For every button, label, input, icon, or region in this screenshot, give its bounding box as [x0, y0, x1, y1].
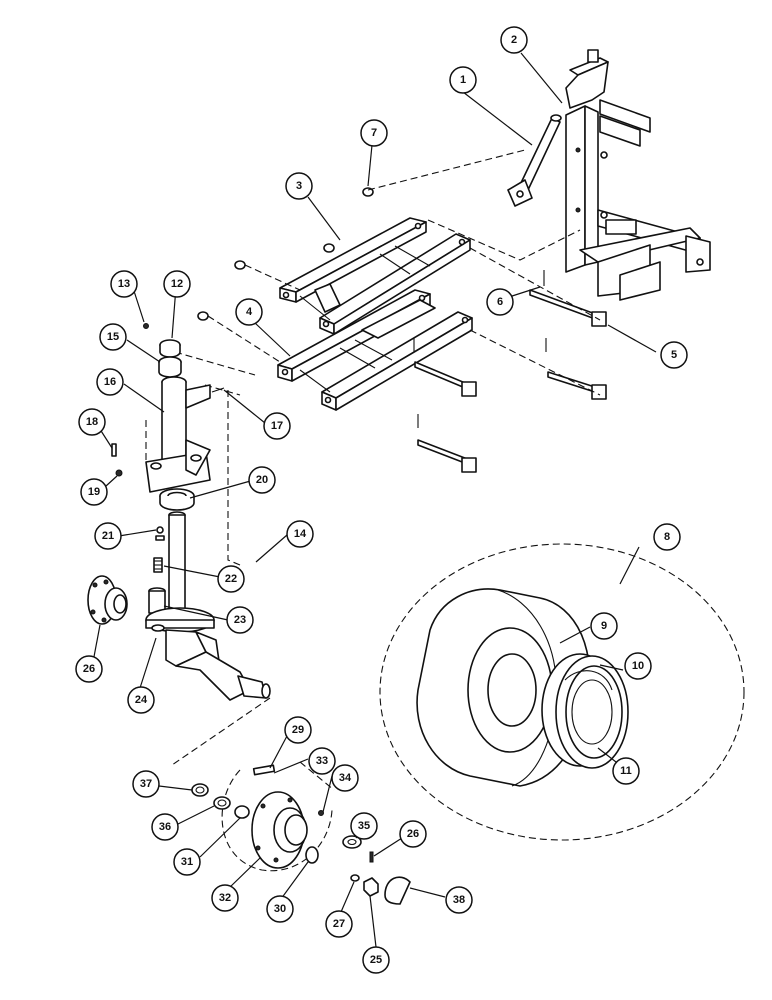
callout-label-c33: 33 — [316, 755, 328, 767]
callout-bubble-c11 — [612, 757, 640, 785]
callout-bubble-c10 — [624, 652, 652, 680]
callout-label-c12: 12 — [171, 278, 183, 290]
assembly-lines-upper — [145, 149, 601, 566]
callout-bubble-c9 — [590, 612, 618, 640]
spindle-assembly — [145, 511, 271, 701]
callout-label-c8: 8 — [664, 531, 670, 543]
callout-label-c32: 32 — [219, 892, 231, 904]
callout-bubble-c26a — [75, 655, 103, 683]
callout-bubble-c4 — [235, 298, 263, 326]
callout-label-c6: 6 — [497, 296, 503, 308]
wheel-group — [379, 543, 745, 841]
callout-bubble-c21 — [94, 522, 122, 550]
callout-bubble-c29 — [284, 716, 312, 744]
callout-bubble-c27 — [325, 910, 353, 938]
upper-arm-assembly — [279, 217, 471, 335]
callout-bubble-c25 — [362, 946, 390, 974]
callout-label-c27: 27 — [333, 918, 345, 930]
callout-bubble-c16 — [96, 368, 124, 396]
callout-bubble-c38 — [445, 886, 473, 914]
callout-bubble-c34 — [331, 764, 359, 792]
callout-label-c22: 22 — [225, 573, 237, 585]
callout-bubble-c23 — [226, 606, 254, 634]
callout-bubble-c17 — [263, 412, 291, 440]
callout-bubble-c6 — [486, 288, 514, 316]
callout-label-c25: 25 — [370, 954, 382, 966]
callout-bubble-c32 — [211, 884, 239, 912]
callout-label-c16: 16 — [104, 376, 116, 388]
callout-bubble-c37 — [132, 770, 160, 798]
callout-label-c23: 23 — [234, 614, 246, 626]
callout-label-c4: 4 — [246, 306, 253, 318]
callout-label-c11: 11 — [620, 765, 632, 777]
callout-label-c26a: 26 — [83, 663, 95, 675]
callout-bubble-c1 — [449, 66, 477, 94]
callout-bubble-c31 — [173, 848, 201, 876]
callout-label-c30: 30 — [274, 903, 286, 915]
callout-label-c20: 20 — [256, 474, 268, 486]
callout-bubble-c19 — [80, 478, 108, 506]
lower-arm-assembly — [277, 289, 473, 411]
callout-label-c7: 7 — [371, 127, 377, 139]
callout-label-c14: 14 — [294, 528, 307, 540]
callout-label-c26b: 26 — [407, 828, 419, 840]
callout-bubble-c13 — [110, 270, 138, 298]
callout-label-c37: 37 — [140, 778, 152, 790]
callout-bubble-c2 — [500, 26, 528, 54]
callout-bubbles: 1234567891011121314151617181920212223242… — [75, 26, 688, 974]
callout-bubble-c36 — [151, 813, 179, 841]
callout-bubble-c12 — [163, 270, 191, 298]
pins — [413, 270, 607, 473]
callout-bubble-c14 — [286, 520, 314, 548]
callout-label-c3: 3 — [296, 180, 302, 192]
callout-label-c38: 38 — [453, 894, 465, 906]
spindle-housing — [111, 323, 225, 511]
callout-label-c2: 2 — [511, 34, 517, 46]
top-link — [507, 114, 562, 207]
callout-label-c1: 1 — [460, 74, 466, 86]
callout-label-c13: 13 — [118, 278, 130, 290]
callout-label-c19: 19 — [88, 486, 100, 498]
callout-label-c31: 31 — [181, 856, 193, 868]
callout-bubble-c18 — [78, 408, 106, 436]
callout-bubble-c7 — [360, 119, 388, 147]
callout-bubble-c35 — [350, 812, 378, 840]
callout-label-c18: 18 — [86, 416, 98, 428]
callout-bubble-c5 — [660, 341, 688, 369]
callout-label-c34: 34 — [339, 772, 352, 784]
callout-label-c35: 35 — [358, 820, 370, 832]
hub-group — [171, 697, 411, 905]
callout-bubble-c20 — [248, 466, 276, 494]
callout-label-c5: 5 — [671, 349, 677, 361]
callout-label-c15: 15 — [107, 331, 119, 343]
small-hub — [87, 575, 128, 625]
callout-bubble-c24 — [127, 686, 155, 714]
callout-bubble-c26b — [399, 820, 427, 848]
callout-label-c36: 36 — [159, 821, 171, 833]
callout-bubble-c30 — [266, 895, 294, 923]
callout-bubble-c15 — [99, 323, 127, 351]
callout-bubble-c8 — [653, 523, 681, 551]
callout-bubble-c3 — [285, 172, 313, 200]
callout-label-c17: 17 — [271, 420, 283, 432]
callout-label-c29: 29 — [292, 724, 304, 736]
callout-label-c24: 24 — [135, 694, 148, 706]
callout-bubble-c22 — [217, 565, 245, 593]
hitch-frame — [565, 49, 711, 301]
callout-bubble-c33 — [308, 747, 336, 775]
callout-label-c10: 10 — [632, 660, 644, 672]
callout-label-c9: 9 — [601, 620, 607, 632]
callout-label-c21: 21 — [102, 530, 114, 542]
